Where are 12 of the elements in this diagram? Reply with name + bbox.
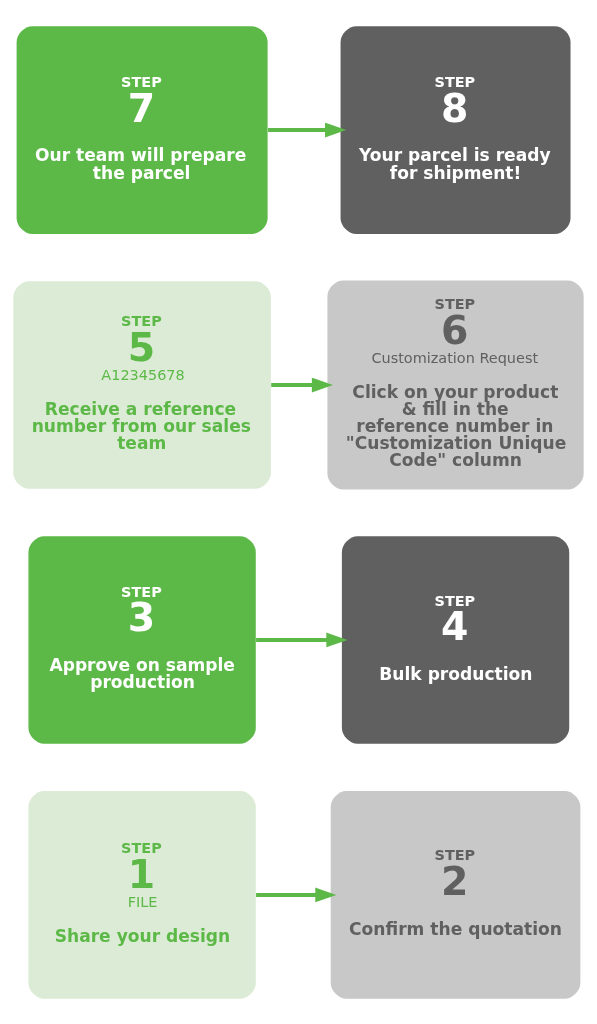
arrow [256, 632, 348, 647]
node-box: STEP 2 Confirm the quotation [330, 790, 581, 999]
node-box: STEP 6 Customization Request Click on your product & fill in the reference number in "Customization Unique Code" column [327, 280, 584, 489]
node-box: STEP 4 Bulk production [341, 535, 570, 744]
node-box: STEP 3 Approve on sample production [28, 535, 256, 744]
arrow [256, 887, 337, 902]
node-box: STEP 5 A12345678 Receive a reference number from our sales team [13, 280, 271, 489]
arrow [271, 377, 333, 392]
node-box: STEP 1 FILE Share your design [28, 790, 256, 999]
node-box: STEP 7 Our team will prepare the parcel [16, 25, 268, 234]
arrow [268, 122, 347, 137]
node-box: STEP 8 Your parcel is ready for shipment! [340, 25, 571, 234]
